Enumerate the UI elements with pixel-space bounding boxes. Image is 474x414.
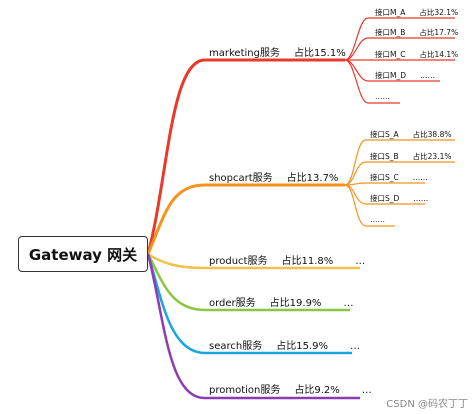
leaf-label: ……: [370, 215, 385, 224]
leaf-percent: 占比32.1%: [419, 8, 459, 17]
service-more: …: [343, 298, 354, 309]
leaf-label: 接口S_A: [370, 130, 399, 139]
leaf-label: ……: [375, 92, 390, 101]
leaf-percent: 占比14.1%: [419, 50, 459, 59]
leaf-percent: ……: [413, 194, 429, 203]
leaf-connector-m-a: [344, 17, 455, 61]
leaf-connector-s-b: [344, 161, 455, 186]
leaf-node-m-a: 接口M_A 占比32.1%: [375, 7, 458, 18]
branch-order: [146, 253, 350, 312]
leaf-label: 接口M_A: [375, 8, 406, 17]
branch-product: [147, 252, 360, 270]
leaf-node-s-b: 接口S_B 占比23.1%: [370, 151, 451, 162]
leaf-label: 接口M_B: [375, 28, 406, 37]
service-name: shopcart服务: [209, 173, 273, 184]
leaf-label: 接口S_C: [370, 173, 399, 182]
leaf-connector-s-a: [344, 139, 455, 186]
service-more: …: [361, 385, 372, 396]
leaf-node-s-d: 接口S_D ……: [370, 193, 428, 204]
service-more: …: [355, 256, 366, 267]
service-percent: 占比19.9%: [269, 298, 322, 309]
leaf-node-m-c: 接口M_C 占比14.1%: [375, 49, 458, 60]
leaf-node-m-b: 接口M_B 占比17.7%: [375, 27, 458, 38]
branch-promotion: [146, 253, 360, 400]
leaf-label: 接口S_D: [370, 194, 400, 203]
service-name: promotion服务: [209, 385, 281, 396]
leaf-percent: 占比17.7%: [419, 28, 459, 37]
leaf-label: 接口M_D: [375, 71, 406, 80]
leaf-connector-m-b: [344, 37, 455, 61]
service-percent: 占比15.9%: [276, 341, 328, 352]
service-percent: 占比13.7%: [286, 173, 339, 184]
service-percent: 占比15.1%: [293, 48, 346, 59]
leaf-node-s-more: ……: [370, 215, 385, 224]
leaf-node-s-a: 接口S_A 占比38.8%: [370, 129, 451, 140]
service-name: marketing服务: [209, 48, 280, 59]
leaf-label: 接口M_C: [375, 50, 406, 59]
leaf-connector-s-more: [344, 184, 395, 227]
service-node-search: search服务 占比15.9% …: [209, 337, 360, 352]
leaf-percent: ……: [420, 71, 435, 80]
branch-marketing: [146, 58, 345, 255]
service-percent: 占比9.2%: [294, 385, 340, 396]
service-node-order: order服务 占比19.9% …: [209, 294, 353, 309]
service-node-shopcart: shopcart服务 占比13.7%: [209, 169, 338, 184]
leaf-connector-s-c: [344, 182, 425, 186]
service-name: search服务: [209, 341, 263, 352]
branch-shopcart: [146, 183, 345, 255]
service-name: product服务: [209, 256, 268, 267]
leaf-percent: 占比38.8%: [412, 130, 452, 139]
root-node-gateway: Gateway 网关: [18, 236, 148, 272]
leaf-label: 接口S_B: [370, 152, 399, 161]
service-name: order服务: [209, 298, 256, 309]
leaf-node-s-c: 接口S_C ……: [370, 172, 428, 183]
leaf-percent: ……: [412, 173, 428, 182]
service-more: …: [350, 341, 360, 352]
service-node-marketing: marketing服务 占比15.1%: [209, 44, 346, 59]
service-percent: 占比11.8%: [281, 256, 334, 267]
watermark: CSDN @码农丁丁: [386, 399, 468, 410]
leaf-percent: 占比23.1%: [412, 152, 452, 161]
leaf-connector-m-more: [344, 59, 400, 104]
leaf-node-m-more: ……: [375, 92, 390, 101]
leaf-node-m-d: 接口M_D ……: [375, 70, 435, 81]
service-node-promotion: promotion服务 占比9.2% …: [209, 381, 372, 396]
service-node-product: product服务 占比11.8% …: [209, 252, 365, 267]
